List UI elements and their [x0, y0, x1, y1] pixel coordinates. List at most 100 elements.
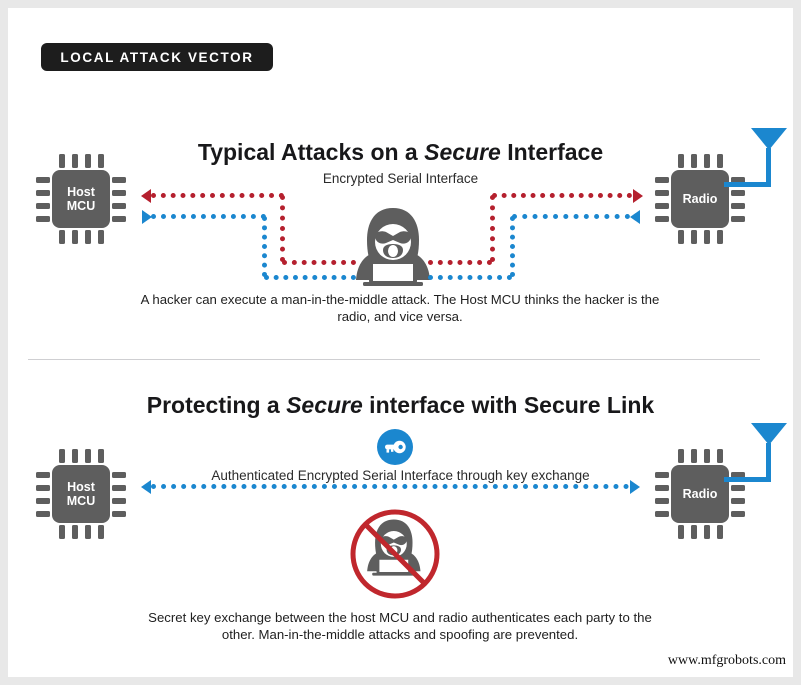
chip-pin: [85, 449, 91, 463]
section1-title-part1: Typical Attacks on a: [197, 139, 425, 165]
antenna-lead: [724, 477, 771, 482]
chip-pin: [704, 154, 710, 168]
hacker-icon-top: [353, 206, 433, 288]
blue-arrow-from-host-mcu: [142, 210, 152, 224]
chip-pin: [678, 525, 684, 539]
section1-link-label: Encrypted Serial Interface: [322, 171, 479, 186]
key-icon: [377, 429, 413, 465]
chip-pin: [655, 511, 669, 517]
blue-line-left-to-hacker: [264, 275, 356, 280]
host-mcu-line2: MCU: [66, 199, 96, 213]
red-arrow-to-host-mcu: [141, 189, 151, 203]
local-attack-vector-badge: LOCAL ATTACK VECTOR: [41, 43, 273, 71]
antenna-dish: [751, 128, 787, 150]
chip-pin: [36, 498, 50, 504]
antenna-lead: [724, 182, 771, 187]
chip-pin: [36, 177, 50, 183]
hacker-blocked-group: [345, 508, 445, 600]
chip-pin: [704, 230, 710, 244]
blue-line-left-vertical: [262, 216, 267, 277]
blue-line-right-vertical: [510, 216, 515, 277]
chip-pin: [98, 154, 104, 168]
chip-pin: [112, 216, 126, 222]
antenna-stem: [766, 148, 771, 187]
chip-pin: [112, 485, 126, 491]
chip-pin: [85, 525, 91, 539]
chip-pin: [731, 190, 745, 196]
chip-pin: [655, 216, 669, 222]
chip-pin: [72, 230, 78, 244]
radio-chip-label: Radio: [671, 170, 729, 228]
chip-pin: [36, 190, 50, 196]
chip-pin: [36, 203, 50, 209]
chip-pin: [717, 449, 723, 463]
section1-title-emphasis: Secure: [424, 139, 501, 165]
chip-pin: [691, 154, 697, 168]
section1-title-part2: Interface: [500, 139, 604, 165]
host-mcu-line1: Host: [67, 184, 95, 199]
chip-pin: [72, 525, 78, 539]
host-mcu-chip-top: Host MCU: [33, 151, 129, 247]
section2-title-emphasis: Secure: [286, 392, 363, 418]
chip-pin: [731, 472, 745, 478]
chip-pin: [59, 230, 65, 244]
blue-line-left-horizontal: [151, 214, 266, 219]
chip-pin: [731, 498, 745, 504]
chip-pin: [731, 485, 745, 491]
chip-pin: [655, 190, 669, 196]
chip-pin: [691, 525, 697, 539]
antenna-icon-bottom: [724, 421, 793, 491]
host-mcu-chip-label: Host MCU: [52, 170, 110, 228]
red-arrow-to-radio: [633, 189, 643, 203]
hacker-hooded-laptop-icon: [356, 208, 430, 286]
chip-pin: [36, 472, 50, 478]
chip-pin: [112, 203, 126, 209]
chip-pin: [717, 230, 723, 244]
section2-caption: Secret key exchange between the host MCU…: [148, 610, 652, 642]
chip-pin: [691, 230, 697, 244]
chip-pin: [98, 230, 104, 244]
chip-pin: [36, 216, 50, 222]
chip-pin: [731, 203, 745, 209]
radio-line1: Radio: [682, 486, 718, 501]
red-line-left-to-hacker: [282, 260, 356, 265]
section2-title: Protecting a Secure interface with Secur…: [8, 392, 793, 419]
chip-pin: [98, 525, 104, 539]
badge-label: LOCAL ATTACK VECTOR: [60, 49, 254, 65]
red-line-right-vertical: [490, 195, 495, 262]
section1-caption: A hacker can execute a man-in-the-middle…: [140, 292, 660, 324]
chip-pin: [655, 177, 669, 183]
chip-pin: [704, 449, 710, 463]
radio-line1: Radio: [682, 191, 718, 206]
chip-pin: [72, 154, 78, 168]
section2-title-part2: interface with Secure Link: [362, 392, 655, 418]
red-line-right-horizontal: [492, 193, 632, 198]
chip-pin: [112, 472, 126, 478]
red-line-right-from-hacker: [428, 260, 492, 265]
section2-title-part1: Protecting a: [146, 392, 287, 418]
blue-arrow-from-radio: [630, 210, 640, 224]
chip-pin: [655, 203, 669, 209]
chip-pin: [112, 498, 126, 504]
chip-pin: [691, 449, 697, 463]
chip-pin: [678, 230, 684, 244]
secure-link-dotted-line: [151, 484, 629, 489]
chip-pin: [112, 511, 126, 517]
red-line-left-vertical: [280, 195, 285, 262]
antenna-icon-top: [724, 126, 793, 196]
chip-pin: [98, 449, 104, 463]
chip-pin: [655, 472, 669, 478]
chip-pin: [36, 485, 50, 491]
chip-pin: [36, 511, 50, 517]
chip-pin: [85, 230, 91, 244]
chip-pin: [72, 449, 78, 463]
chip-pin: [731, 511, 745, 517]
chip-pin: [655, 498, 669, 504]
blue-line-right-horizontal: [512, 214, 630, 219]
section-divider: [28, 359, 760, 360]
secure-link-arrow-left: [141, 480, 151, 494]
chip-pin: [112, 190, 126, 196]
chip-pin: [678, 154, 684, 168]
host-mcu-chip-bottom: Host MCU: [33, 446, 129, 542]
chip-pin: [655, 485, 669, 491]
